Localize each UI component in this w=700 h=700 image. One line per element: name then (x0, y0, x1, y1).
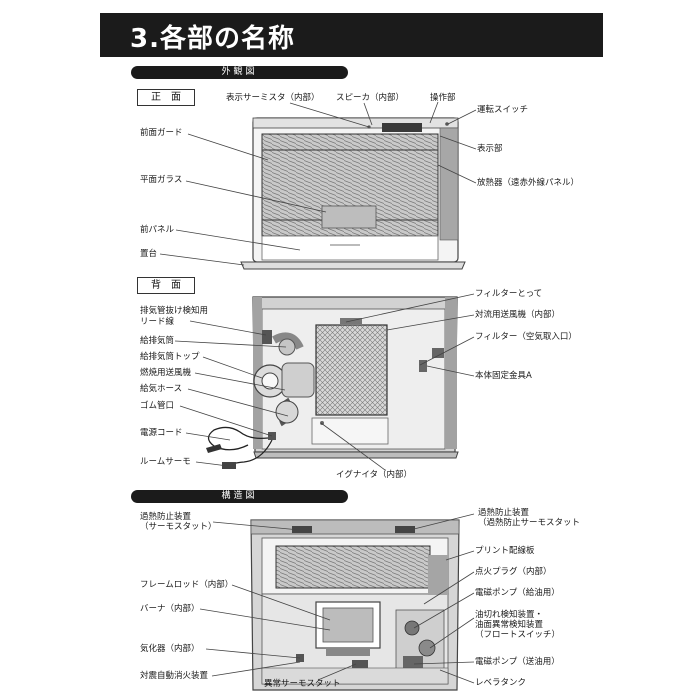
label-flame-rod: フレームロッド（内部） (140, 580, 234, 590)
label-filter-intake: フィルター（空気取入口） (475, 332, 577, 342)
label-igniter: イグナイタ（内部） (336, 470, 412, 480)
label-pump-feed: 電磁ポンプ（送油用） (475, 657, 560, 667)
section-structure: 構造図 (131, 490, 348, 503)
tag-front: 正面 (137, 89, 195, 106)
label-overheat-left-2: （サーモスタット） (140, 522, 217, 532)
title-bar (100, 13, 603, 57)
label-base: 置台 (140, 249, 158, 259)
label-exhaust-lead-2: リード線 (140, 317, 175, 327)
label-room-thermo: ルームサーモ (140, 457, 191, 467)
label-filter-handle: フィルターとって (475, 289, 543, 299)
label-seismic: 対震自動消火装置 (140, 671, 209, 681)
label-rubber-cap: ゴム管口 (140, 401, 175, 411)
label-exhaust-lead-1: 排気管抜け検知用 (140, 306, 209, 316)
label-oil-detect-2: 油面異常検知装置 (475, 620, 544, 630)
back-heater-illustration (206, 296, 459, 469)
label-combustion-fan: 燃焼用送風機 (140, 368, 192, 378)
label-flat-glass: 平面ガラス (140, 175, 183, 185)
label-overheat-right-1: 過熱防止装置 (478, 508, 530, 518)
label-overheat-left-1: 過熱防止装置 (140, 512, 192, 522)
label-pump-supply: 電磁ポンプ（給油用） (475, 588, 560, 598)
label-abnormal-thermo: 異常サーモスタット (264, 679, 341, 689)
label-overheat-right-2: （過熱防止サーモスタット (478, 518, 581, 528)
label-front-guard: 前面ガード (140, 128, 183, 138)
label-lever-tank: レベラタンク (475, 678, 527, 688)
structure-heater-illustration (250, 519, 460, 691)
page-title: 3.各部の名称 (130, 24, 295, 54)
label-burner: バーナ（内部） (140, 604, 200, 614)
label-pcb: プリント配線板 (475, 546, 535, 556)
label-radiator: 放熱器（遠赤外線パネル） (477, 178, 580, 188)
label-supply-hose: 給気ホース (140, 384, 183, 394)
label-front-panel: 前パネル (140, 225, 175, 235)
label-power-switch: 運転スイッチ (477, 105, 529, 115)
label-display-thermistor: 表示サーミスタ（内部） (226, 93, 320, 103)
label-vaporizer: 気化器（内部） (140, 644, 200, 654)
label-power-cord: 電源コード (140, 428, 183, 438)
label-pipe-top: 給排気筒トップ (140, 352, 200, 362)
label-oil-detect-3: （フロートスイッチ） (475, 630, 561, 640)
label-fixing-bracket: 本体固定金具A (475, 371, 532, 381)
label-supply-exhaust-pipe: 給排気筒 (140, 336, 175, 346)
section-exterior: 外観図 (131, 66, 348, 79)
leader-lines (159, 101, 477, 684)
label-convection-fan: 対流用送風機（内部） (475, 310, 561, 320)
label-oil-detect-1: 油切れ検知装置・ (475, 610, 544, 620)
front-heater-illustration (240, 117, 466, 270)
tag-back: 背面 (137, 277, 195, 294)
label-control-panel: 操作部 (430, 93, 456, 103)
label-speaker: スピーカ（内部） (336, 93, 405, 103)
label-display: 表示部 (477, 144, 503, 154)
label-ignition-plug: 点火プラグ（内部） (475, 567, 552, 577)
